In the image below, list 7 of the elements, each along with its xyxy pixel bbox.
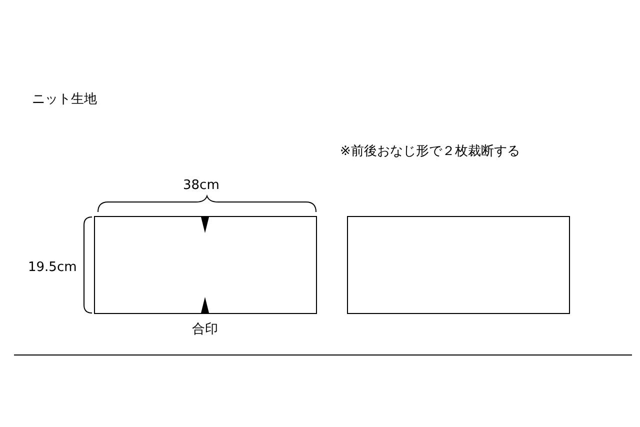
dimension-label: 19.5cm [28,260,77,276]
note-text: ※前後おなじ形で２枚裁断する [340,144,520,160]
dimension-label: 38cm [183,178,220,194]
notch-label: 合印 [192,322,218,338]
pattern-piece [347,216,570,314]
pattern-piece [94,216,317,314]
title: ニット生地 [32,92,97,108]
